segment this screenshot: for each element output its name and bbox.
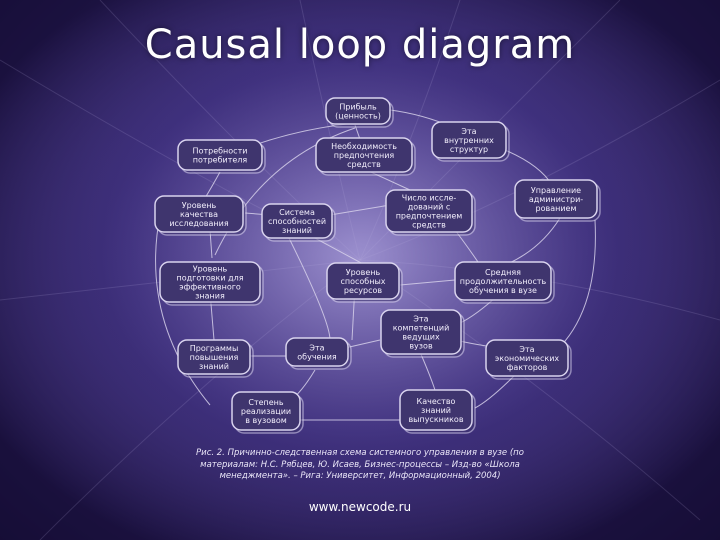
node-label: структур [450, 145, 488, 154]
node-label: Число иссле- [402, 194, 457, 203]
node-label: администри- [529, 195, 583, 204]
node-label: средств [347, 160, 381, 169]
node-box [177, 139, 263, 171]
node-label: знания [195, 292, 225, 301]
node-label: рованием [536, 204, 577, 213]
diagram-edge [284, 229, 331, 341]
diagram-edge [155, 214, 211, 406]
node-label: качества [180, 210, 218, 219]
node-label: обучения в вузе [469, 286, 537, 295]
node-box [399, 389, 473, 431]
node-label: Средняя [485, 268, 521, 277]
node-label: Эта [309, 344, 324, 353]
node-label: ресурсов [344, 286, 383, 295]
node-label: вузов [409, 342, 433, 351]
node-label: Прибыль [339, 103, 377, 112]
node-label: факторов [507, 363, 548, 372]
node-box [431, 121, 507, 159]
node-label: Потребности [193, 147, 248, 156]
node-label: эффективного [179, 283, 241, 292]
node-box [454, 261, 552, 301]
node-label: ведущих [402, 333, 440, 342]
node-box [154, 195, 244, 233]
node-label: Эта [519, 345, 534, 354]
diagram-edge [504, 217, 561, 266]
diagram-edge [474, 374, 516, 409]
node-label: способных [340, 277, 385, 286]
node-label: внутренних [444, 136, 494, 145]
node-label: предпочтением [396, 212, 463, 221]
node-label: Степень [248, 398, 284, 407]
node-label: Управление [531, 186, 581, 195]
node-box [231, 391, 301, 431]
node-label: способностей [268, 217, 326, 226]
node-label: реализации [241, 407, 291, 416]
node-label: средств [412, 221, 446, 230]
node-label: экономических [495, 354, 560, 363]
node-label: Эта [413, 315, 428, 324]
node-box [159, 261, 261, 303]
node-label: в вузовом [245, 416, 287, 425]
node-label: знаний [282, 226, 312, 235]
node-label: Необходимость [331, 142, 397, 151]
node-label: Уровень [346, 268, 381, 277]
diagram-edge [204, 171, 221, 199]
node-box [326, 262, 400, 300]
diagram-edge [399, 279, 456, 286]
node-box [177, 339, 251, 375]
diagram-node: Прибыль(ценность) [325, 97, 394, 128]
node-label: знаний [421, 406, 451, 415]
node-label: (ценность) [335, 112, 381, 121]
node-box [325, 97, 391, 125]
node-box [315, 137, 413, 173]
slide-title: Causal loop diagram [144, 22, 576, 68]
node-label: Система [279, 208, 315, 217]
node-label: продолжительность [460, 277, 547, 286]
node-label: Качество [417, 397, 456, 406]
node-label: Уровень [182, 201, 217, 210]
node-label: Программы [190, 344, 239, 353]
node-box [485, 339, 569, 377]
node-label: потребителя [193, 156, 248, 165]
diagram-nodes: Прибыль(ценность)ЭтавнутреннихструктурПо… [154, 97, 601, 434]
node-label: Уровень [193, 265, 228, 274]
node-box [380, 309, 462, 355]
node-label: исследования [169, 219, 229, 228]
node-box [261, 203, 333, 239]
node-label: подготовки для [176, 274, 243, 283]
node-label: обучения [297, 353, 337, 362]
diagram-edge [329, 204, 391, 216]
diagram-caption: Рис. 2. Причинно-следственная схема сист… [196, 448, 524, 481]
node-label: повышения [190, 353, 239, 362]
node-label: дований с [408, 203, 451, 212]
node-box [285, 337, 349, 367]
diagram-node: Число иссле-дований спредпочтениемсредст… [385, 189, 476, 236]
node-label: Эта [461, 127, 476, 136]
footer-url: www.newcode.ru [308, 500, 412, 514]
node-label: компетенций [393, 324, 450, 333]
node-label: предпочтения [334, 151, 395, 160]
node-box [385, 189, 473, 233]
node-box [514, 179, 598, 219]
node-label: знаний [199, 362, 229, 371]
node-label: выпускников [408, 415, 463, 424]
